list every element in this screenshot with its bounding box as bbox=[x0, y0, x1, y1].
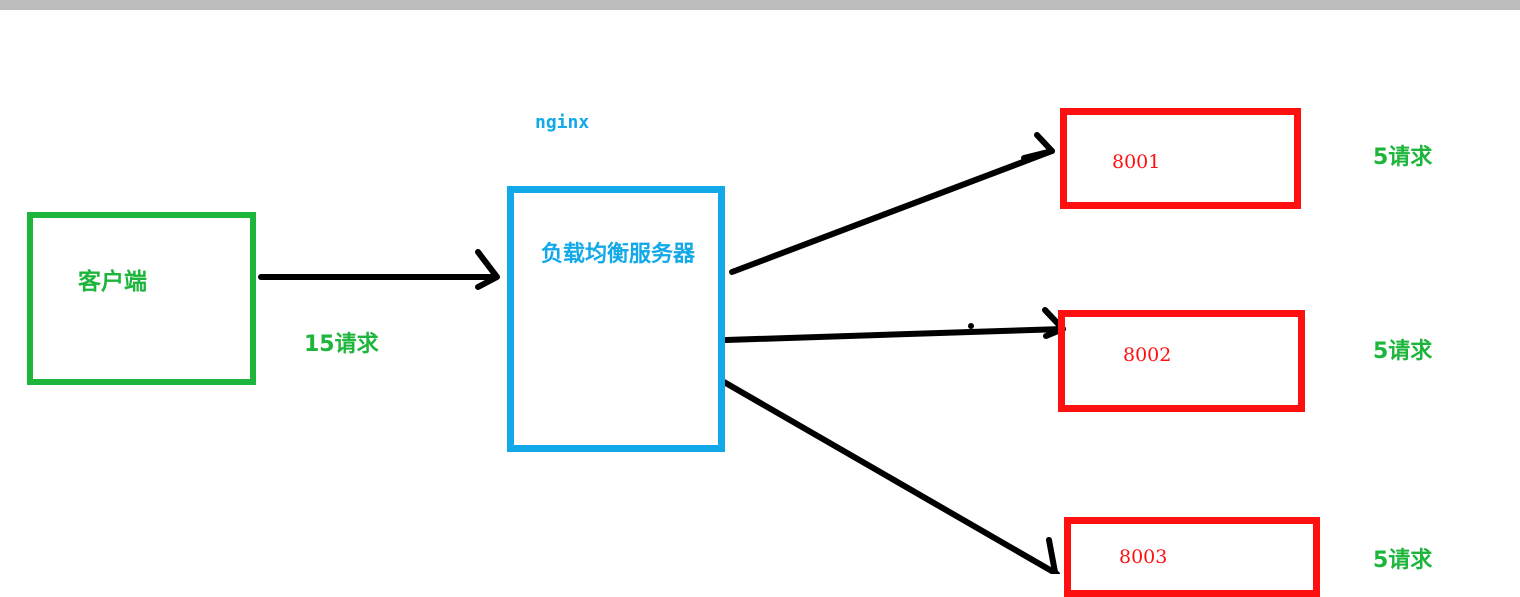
nginx-label: nginx bbox=[535, 112, 590, 133]
server-port-label-8002: 8002 bbox=[1123, 344, 1172, 366]
arrow-lb-to-8002 bbox=[723, 307, 1066, 343]
load-balancer-label: 负载均衡服务器 bbox=[541, 242, 696, 267]
server-port-label-8001: 8001 bbox=[1112, 151, 1161, 173]
load-balancer-box bbox=[507, 186, 725, 452]
ink-dot bbox=[968, 323, 974, 329]
server-box-8001 bbox=[1060, 108, 1301, 209]
incoming-requests-label: 15请求 bbox=[304, 332, 379, 357]
server-requests-label-8002: 5请求 bbox=[1373, 339, 1433, 364]
arrow-lb-to-8001 bbox=[729, 132, 1055, 275]
top-border-bar bbox=[0, 0, 1520, 10]
client-box bbox=[27, 212, 256, 385]
server-box-8003 bbox=[1064, 517, 1320, 597]
arrows-layer bbox=[258, 132, 1066, 574]
server-box-8002 bbox=[1058, 310, 1305, 412]
client-label: 客户端 bbox=[78, 269, 147, 295]
server-port-label-8003: 8003 bbox=[1119, 546, 1168, 568]
server-requests-label-8003: 5请求 bbox=[1373, 548, 1433, 573]
arrow-lb-to-8003 bbox=[721, 379, 1060, 574]
arrow-client-to-lb bbox=[258, 249, 500, 290]
server-requests-label-8001: 5请求 bbox=[1373, 145, 1433, 170]
